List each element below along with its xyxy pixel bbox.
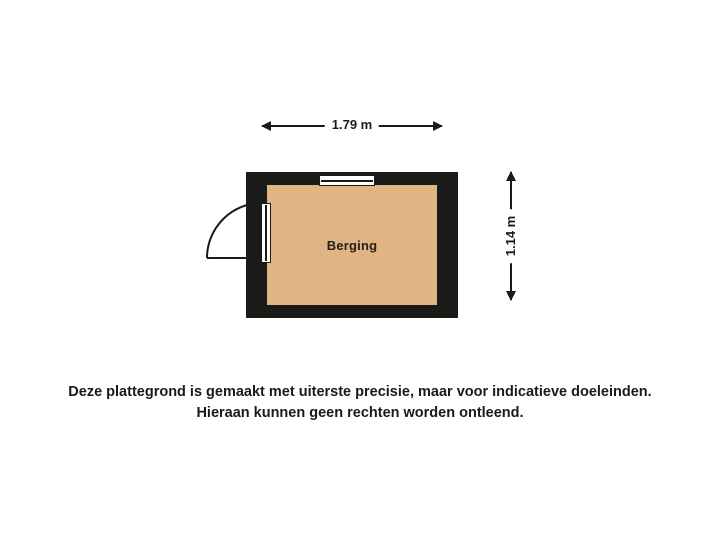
height-dimension-label: 1.14 m (501, 208, 521, 264)
door-icon (261, 203, 271, 263)
disclaimer-line-1: Deze plattegrond is gemaakt met uiterste… (68, 384, 652, 400)
arrow-left-icon (261, 121, 271, 131)
height-dimension: 1.14 m (498, 171, 524, 301)
door-swing-arc-icon (206, 202, 263, 259)
floorplan-drawing: Berging (206, 172, 458, 318)
disclaimer-text: Deze plattegrond is gemaakt met uiterste… (0, 382, 720, 424)
room-label-berging: Berging (326, 237, 378, 253)
disclaimer-line-2: Hieraan kunnen geen rechten worden ontle… (196, 405, 524, 421)
width-dimension: 1.79 m (261, 112, 443, 138)
arrow-right-icon (433, 121, 443, 131)
width-dimension-label: 1.79 m (324, 112, 380, 138)
arrow-up-icon (506, 171, 516, 181)
arrow-down-icon (506, 291, 516, 301)
room-floor-berging (267, 185, 437, 305)
window-icon (319, 175, 375, 186)
